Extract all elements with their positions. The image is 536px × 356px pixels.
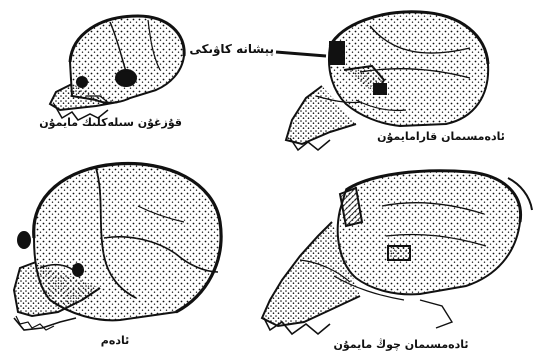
skull-bottom-right (262, 171, 532, 334)
label-bottom-right: ئادەمسىمان چوڭ مايمۇن (316, 338, 486, 352)
label-top-left: قۇزغۇن سىلەكلىك مايمۇن (52, 116, 182, 130)
label-bottom-left: ئادەم (70, 334, 160, 348)
label-brow-ridge: پېشانە كاۋىكى (190, 42, 274, 56)
skull-top-left (50, 16, 184, 120)
label-top-right: ئادەمسىمان قارامايمۇن (348, 130, 534, 144)
skull-bottom-left (14, 164, 221, 330)
brow-pointer-line (276, 52, 326, 56)
